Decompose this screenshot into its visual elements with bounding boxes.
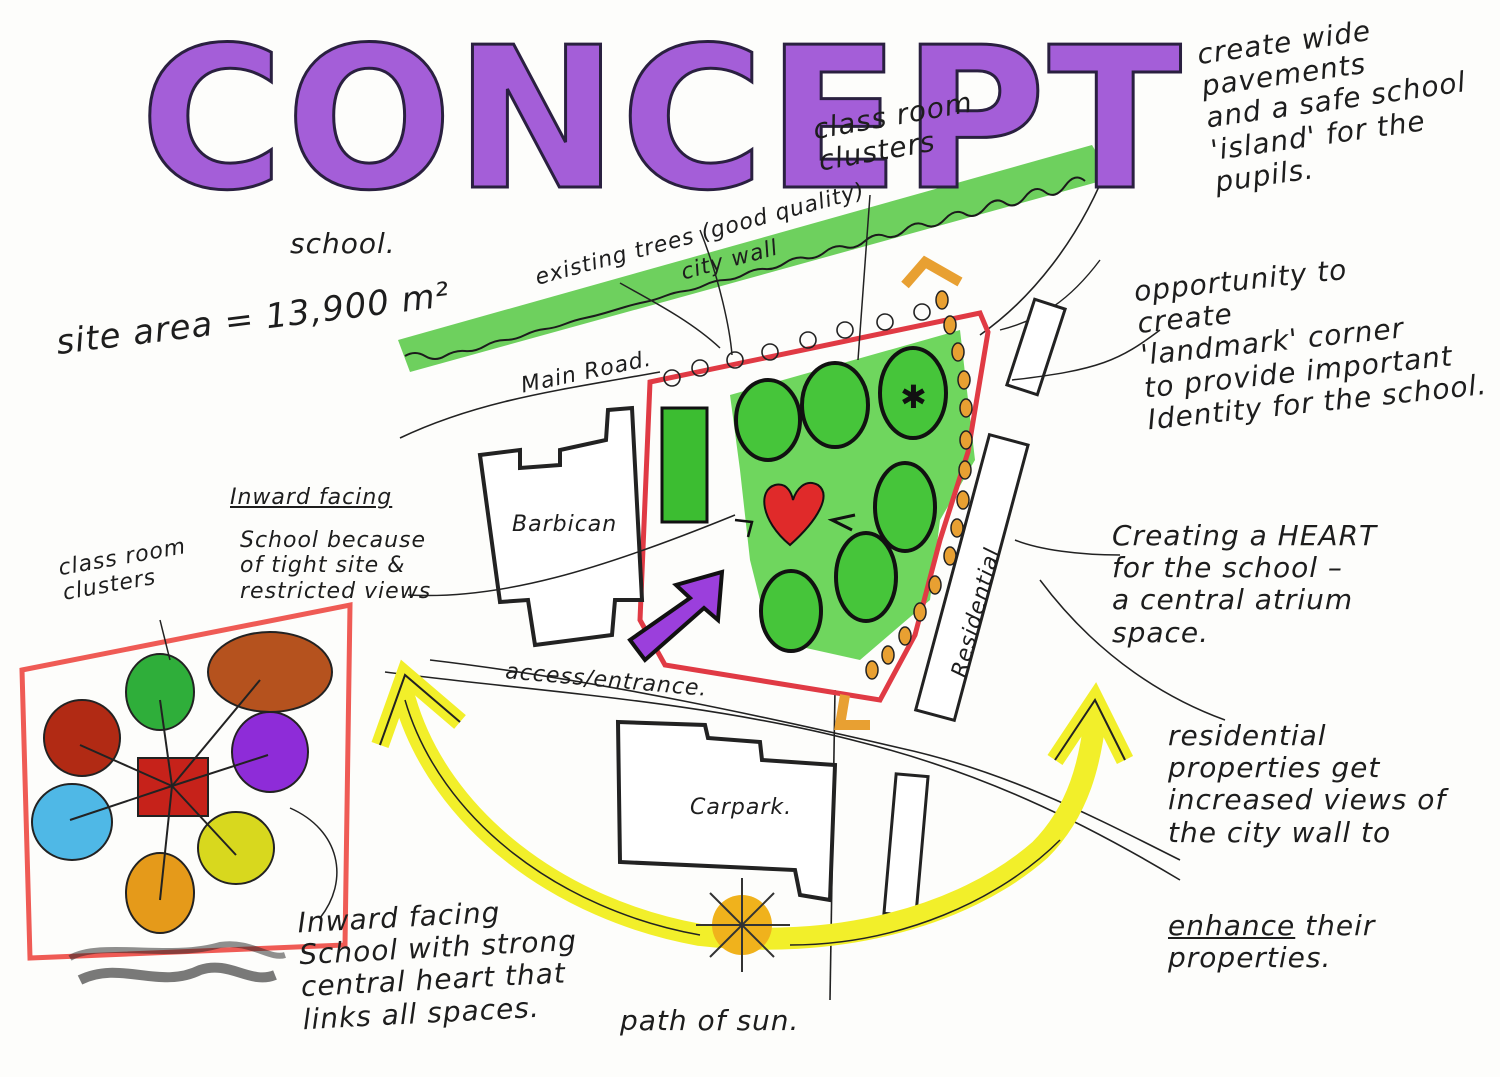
city-wall-line (404, 176, 1086, 360)
main-road-band (398, 145, 1112, 372)
note-residential-views: residential properties get increased vie… (1168, 719, 1447, 849)
cluster-diagram (19, 601, 353, 985)
note-heart: Creating a HEART for the school – a cent… (1112, 519, 1378, 649)
their-properties: their properties. (1168, 909, 1376, 975)
residential-block (913, 432, 1030, 723)
svg-text:✱: ✱ (900, 378, 927, 416)
enhance-word: enhance (1168, 909, 1296, 942)
carpark-label: Carpark. (690, 795, 793, 820)
note-inward-body: School because of tight site & restricte… (240, 528, 432, 604)
carpark-building (615, 719, 838, 903)
path-of-sun-label: path of sun. (620, 1004, 800, 1037)
barbican-label: Barbican (512, 512, 618, 537)
arrow-icon (627, 569, 725, 663)
residential-block-top (1004, 297, 1068, 397)
class-room-cluster-trees (734, 346, 948, 653)
note-inward-heading: Inward facing (230, 485, 393, 510)
sun-icon (696, 878, 790, 972)
heart-icon (763, 481, 825, 547)
note-residential-views-tail: enhance their properties. (1168, 909, 1500, 975)
note-inward-strong: Inward facing School with strong central… (296, 895, 578, 1036)
residential-block-bottom (882, 772, 930, 918)
school-label: school. (290, 227, 396, 260)
page-title: CONCEPT (139, 6, 1184, 234)
orange-tree-dots (865, 290, 973, 680)
green-block (660, 406, 709, 524)
